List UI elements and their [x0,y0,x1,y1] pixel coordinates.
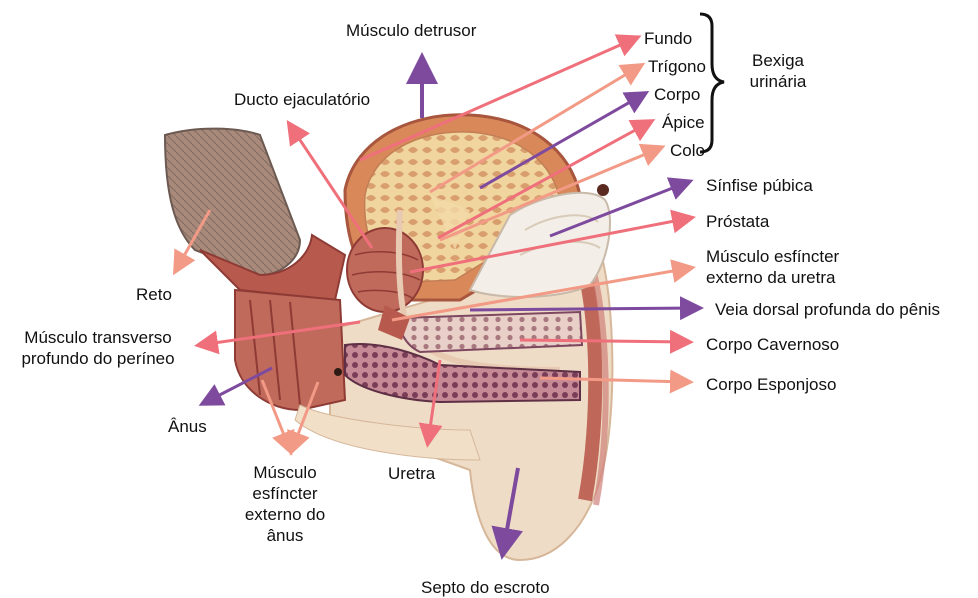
label-sinfise-pubica: Sínfise púbica [706,175,813,196]
prostate-model [347,228,423,312]
label-esfincter-uretra: Músculo esfíncter externo da uretra [706,246,839,288]
label-prostata: Próstata [706,211,769,232]
label-veia-dorsal: Veia dorsal profunda do pênis [715,299,940,320]
label-ducto-ejaculatorio: Ducto ejaculatório [234,89,370,110]
label-trigono: Trígono [648,56,706,77]
label-corpo-cavernoso: Corpo Cavernoso [706,334,839,355]
label-esfincter-anus: Músculo esfíncter externo do ânus [228,462,342,546]
label-anus: Ânus [168,416,207,437]
label-corpo-esponjoso: Corpo Esponjoso [706,374,836,395]
label-colo: Colo [670,140,705,161]
label-musculo-detrusor: Músculo detrusor [346,20,476,41]
label-fundo: Fundo [644,28,692,49]
corpus-cavernosum-model [400,312,582,352]
label-transverso-perineo: Músculo transverso profundo do períneo [8,327,188,369]
label-reto: Reto [136,284,172,305]
label-apice: Ápice [662,112,705,133]
arrow-veia-dorsal [470,308,698,310]
label-bexiga-urinaria: Bexiga urinária [732,50,824,92]
label-septo-escroto: Septo do escroto [421,577,550,598]
label-uretra: Uretra [388,463,435,484]
label-corpo: Corpo [654,84,700,105]
arrow-corpo-cavernoso [520,340,688,342]
